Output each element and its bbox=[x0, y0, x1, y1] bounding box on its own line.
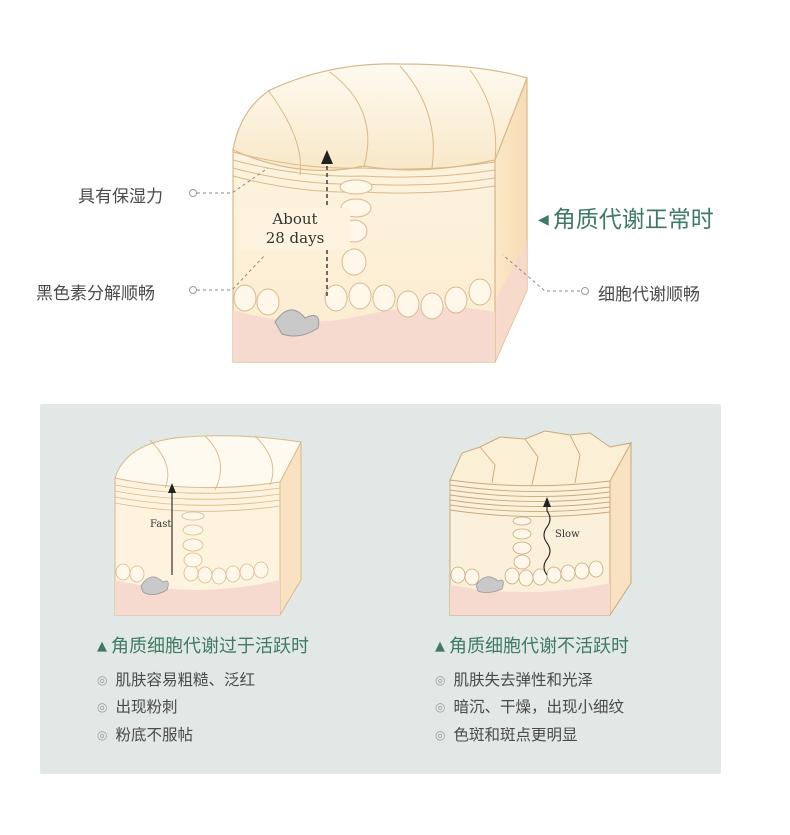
label-cell-metabolism: 细胞代谢顺畅 bbox=[598, 285, 700, 305]
fast-item-1-text: 肌肤容易粗糙、泛红 bbox=[115, 671, 255, 689]
skin-cube-fast bbox=[114, 435, 302, 617]
arrow-label-days: 28 days bbox=[265, 229, 325, 247]
fast-item-1: ◎ 肌肤容易粗糙、泛红 bbox=[97, 668, 255, 690]
skin-cube-slow bbox=[449, 430, 632, 617]
slow-title-text: 角质细胞代谢不活跃时 bbox=[449, 636, 629, 657]
triangle-up-icon: ▲ bbox=[97, 639, 107, 654]
slow-item-1-text: 肌肤失去弹性和光泽 bbox=[453, 671, 593, 689]
label-melanin: 黑色素分解顺畅 bbox=[36, 284, 155, 304]
headline-normal: ◀角质代谢正常时 bbox=[538, 200, 714, 234]
slow-title: ▲ 角质细胞代谢不活跃时 bbox=[435, 632, 629, 658]
headline-text: 角质代谢正常时 bbox=[552, 207, 714, 233]
arrow-label-slow: Slow bbox=[555, 529, 580, 540]
bullet-ring-icon: ◎ bbox=[435, 673, 446, 687]
fast-item-3: ◎ 粉底不服帖 bbox=[97, 723, 193, 745]
fast-item-2-text: 出现粉刺 bbox=[115, 698, 178, 716]
slow-item-3-text: 色斑和斑点更明显 bbox=[453, 726, 578, 744]
triangle-left-icon: ◀ bbox=[538, 212, 549, 228]
arrow-label-fast: Fast bbox=[150, 519, 172, 530]
skin-cube-main bbox=[189, 63, 589, 363]
fast-item-2: ◎ 出现粉刺 bbox=[97, 695, 178, 717]
arrow-label-about: About bbox=[272, 210, 318, 228]
fast-title-text: 角质细胞代谢过于活跃时 bbox=[111, 636, 309, 657]
fast-item-3-text: 粉底不服帖 bbox=[115, 726, 193, 744]
label-moisture: 具有保湿力 bbox=[78, 187, 163, 207]
bullet-ring-icon: ◎ bbox=[435, 700, 446, 714]
slow-item-3: ◎ 色斑和斑点更明显 bbox=[435, 723, 578, 745]
bullet-ring-icon: ◎ bbox=[97, 728, 108, 742]
bullet-ring-icon: ◎ bbox=[97, 700, 108, 714]
fast-title: ▲ 角质细胞代谢过于活跃时 bbox=[97, 632, 309, 658]
bullet-ring-icon: ◎ bbox=[435, 728, 446, 742]
slow-item-2-text: 暗沉、干燥，出现小细纹 bbox=[453, 698, 624, 716]
slow-item-1: ◎ 肌肤失去弹性和光泽 bbox=[435, 668, 593, 690]
triangle-up-icon: ▲ bbox=[435, 639, 445, 654]
slow-item-2: ◎ 暗沉、干燥，出现小细纹 bbox=[435, 695, 624, 717]
bullet-ring-icon: ◎ bbox=[97, 673, 108, 687]
